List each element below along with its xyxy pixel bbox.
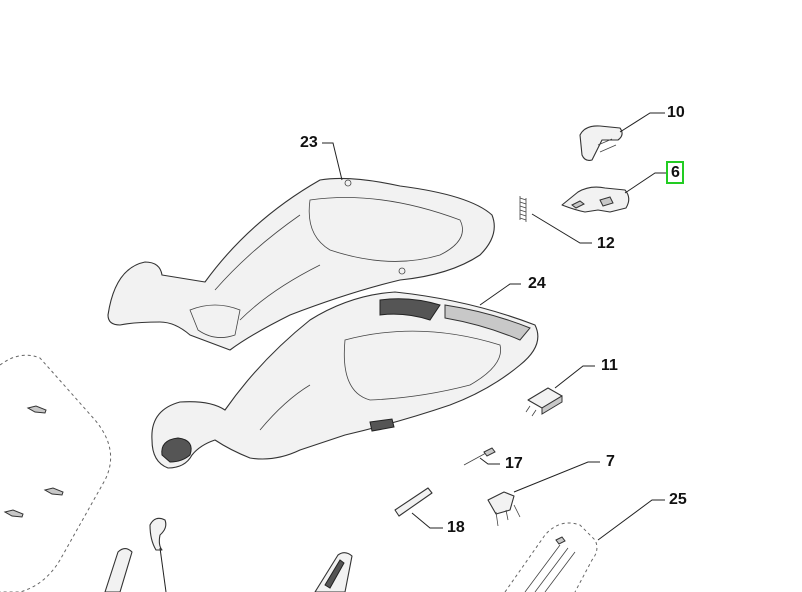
part-7-terminal: [487, 491, 521, 527]
dashed-group-outline-right: [504, 522, 598, 592]
leader-24: [479, 283, 521, 306]
leader-6: [624, 172, 668, 194]
leader-10: [619, 112, 665, 133]
dashed-group-outline-left: [0, 354, 112, 592]
callout-7: 7: [606, 453, 615, 470]
part-23-housing: [107, 177, 495, 351]
callout-24: 24: [528, 275, 546, 292]
lower-left-parts: [104, 517, 167, 592]
leader-12: [531, 213, 592, 244]
leader-11: [554, 365, 595, 389]
part-10-trigger: [579, 125, 623, 161]
part-25-cable: [524, 536, 576, 592]
part-24-housing-cover: [151, 291, 539, 469]
leader-17: [479, 457, 500, 465]
leader-lower-left: [159, 547, 167, 592]
leader-23: [322, 142, 343, 181]
callout-23: 23: [300, 134, 318, 151]
lower-middle-part: [314, 552, 353, 592]
part-17-connector: [463, 447, 496, 466]
callout-10: 10: [667, 104, 685, 121]
part-18-pin: [394, 487, 433, 517]
callout-25: 25: [669, 491, 687, 508]
leader-25: [597, 499, 665, 541]
part-6-lever: [561, 186, 630, 213]
screw-parts: [3, 405, 64, 518]
leader-7: [513, 461, 600, 493]
callout-12: 12: [597, 235, 615, 252]
callout-17: 17: [505, 455, 523, 472]
callout-18: 18: [447, 519, 465, 536]
part-11-switch: [525, 387, 563, 417]
part-12-spring: [519, 196, 527, 222]
callout-11: 11: [601, 357, 618, 374]
callout-6-highlighted: 6: [666, 161, 684, 184]
leader-18: [411, 512, 443, 529]
leader-lines: [159, 112, 668, 592]
